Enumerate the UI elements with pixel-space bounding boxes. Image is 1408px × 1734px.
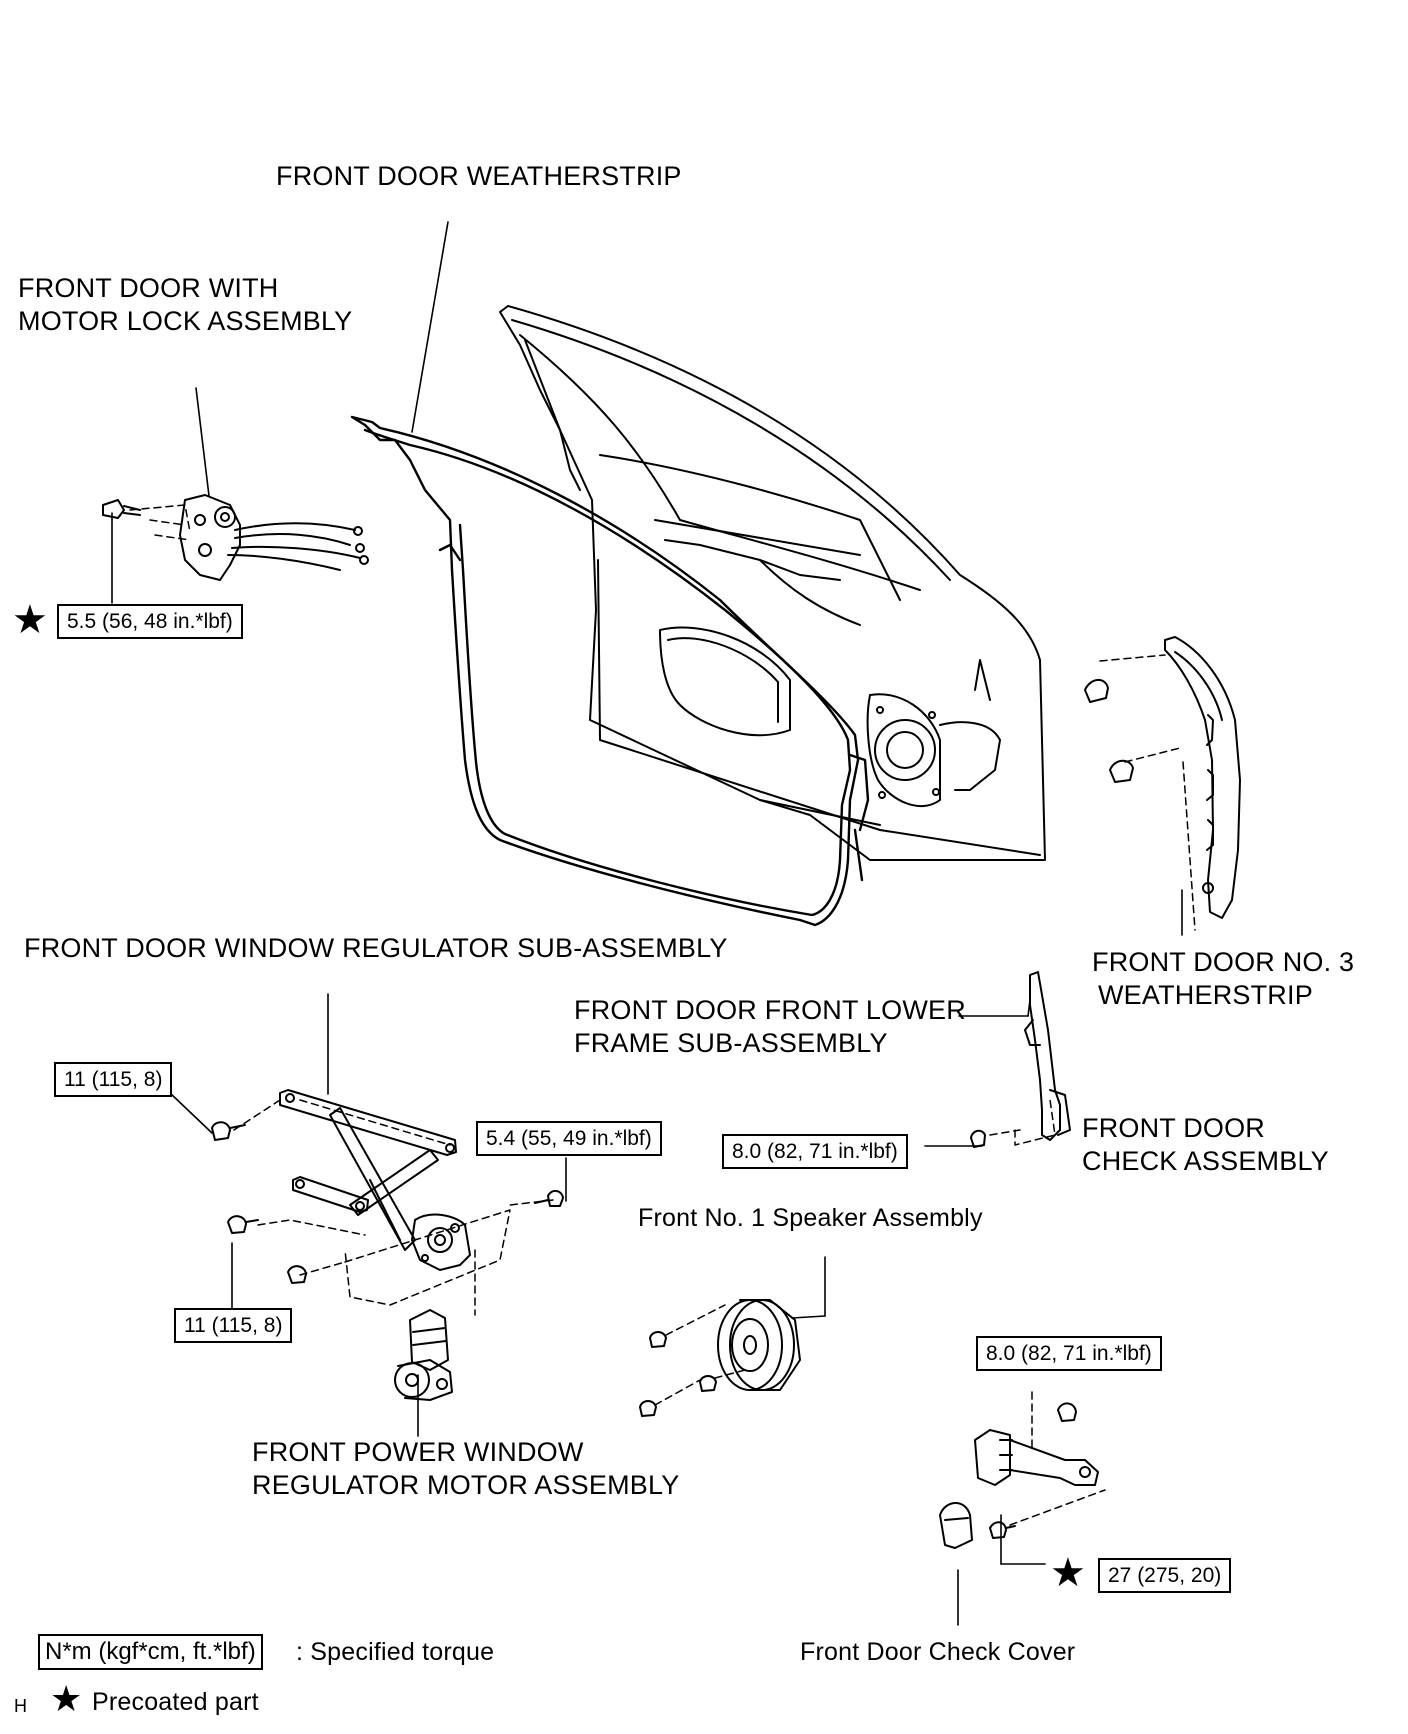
label-motor-line1: FRONT POWER WINDOW — [252, 1437, 584, 1467]
torque-regulator-top: 11 (115, 8) — [54, 1062, 173, 1097]
label-no3-weatherstrip-line2: WEATHERSTRIP — [1098, 980, 1313, 1010]
speaker-assembly — [639, 1299, 801, 1417]
no3-weatherstrip — [1084, 636, 1241, 919]
front-door-weatherstrip — [350, 415, 870, 927]
label-lower-frame-line2: FRAME SUB-ASSEMBLY — [574, 1028, 888, 1058]
window-regulator-motor — [394, 1309, 453, 1401]
label-speaker-assembly: Front No. 1 Speaker Assembly — [638, 1204, 983, 1232]
label-motor-line2: REGULATOR MOTOR ASSEMBLY — [252, 1470, 680, 1500]
door-check-assembly — [939, 1402, 1099, 1549]
precoat-star-lock: ★ — [12, 597, 48, 643]
label-motor-lock-line2: MOTOR LOCK ASSEMBLY — [18, 306, 353, 336]
label-motor-lock-line1: FRONT DOOR WITH — [18, 273, 279, 303]
leader-lines — [111, 221, 1183, 1626]
lower-frame-assembly — [970, 971, 1071, 1148]
torque-regulator-right: 5.4 (55, 49 in.*lbf) — [476, 1121, 662, 1156]
legend-torque-text: : Specified torque — [296, 1638, 495, 1666]
door-lock-assembly — [102, 494, 369, 581]
torque-check-bottom: 27 (275, 20) — [1098, 1558, 1232, 1593]
torque-check-top: 8.0 (82, 71 in.*lbf) — [976, 1336, 1162, 1371]
label-check-assembly-line2: CHECK ASSEMBLY — [1082, 1146, 1329, 1176]
front-door-panel — [499, 305, 1046, 861]
legend-star-icon: ★ — [50, 1679, 83, 1720]
corner-mark: H — [14, 1696, 27, 1716]
label-no3-weatherstrip-line1: FRONT DOOR NO. 3 — [1092, 947, 1355, 977]
precoat-star-check: ★ — [1050, 1550, 1086, 1596]
label-check-assembly-line1: FRONT DOOR — [1082, 1113, 1265, 1143]
label-check-cover: Front Door Check Cover — [800, 1638, 1076, 1666]
torque-lock: 5.5 (56, 48 in.*lbf) — [57, 604, 243, 639]
torque-regulator-bottom: 11 (115, 8) — [174, 1308, 293, 1343]
legend-precoat-text: Precoated part — [92, 1688, 259, 1716]
label-window-regulator: FRONT DOOR WINDOW REGULATOR SUB-ASSEMBLY — [24, 933, 728, 963]
window-regulator-assembly — [211, 1089, 564, 1284]
label-lower-frame-line1: FRONT DOOR FRONT LOWER — [574, 995, 966, 1025]
legend-torque-box: N*m (kgf*cm, ft.*lbf) — [38, 1634, 263, 1670]
torque-lower-frame: 8.0 (82, 71 in.*lbf) — [722, 1134, 908, 1169]
label-front-door-weatherstrip: FRONT DOOR WEATHERSTRIP — [276, 161, 682, 191]
